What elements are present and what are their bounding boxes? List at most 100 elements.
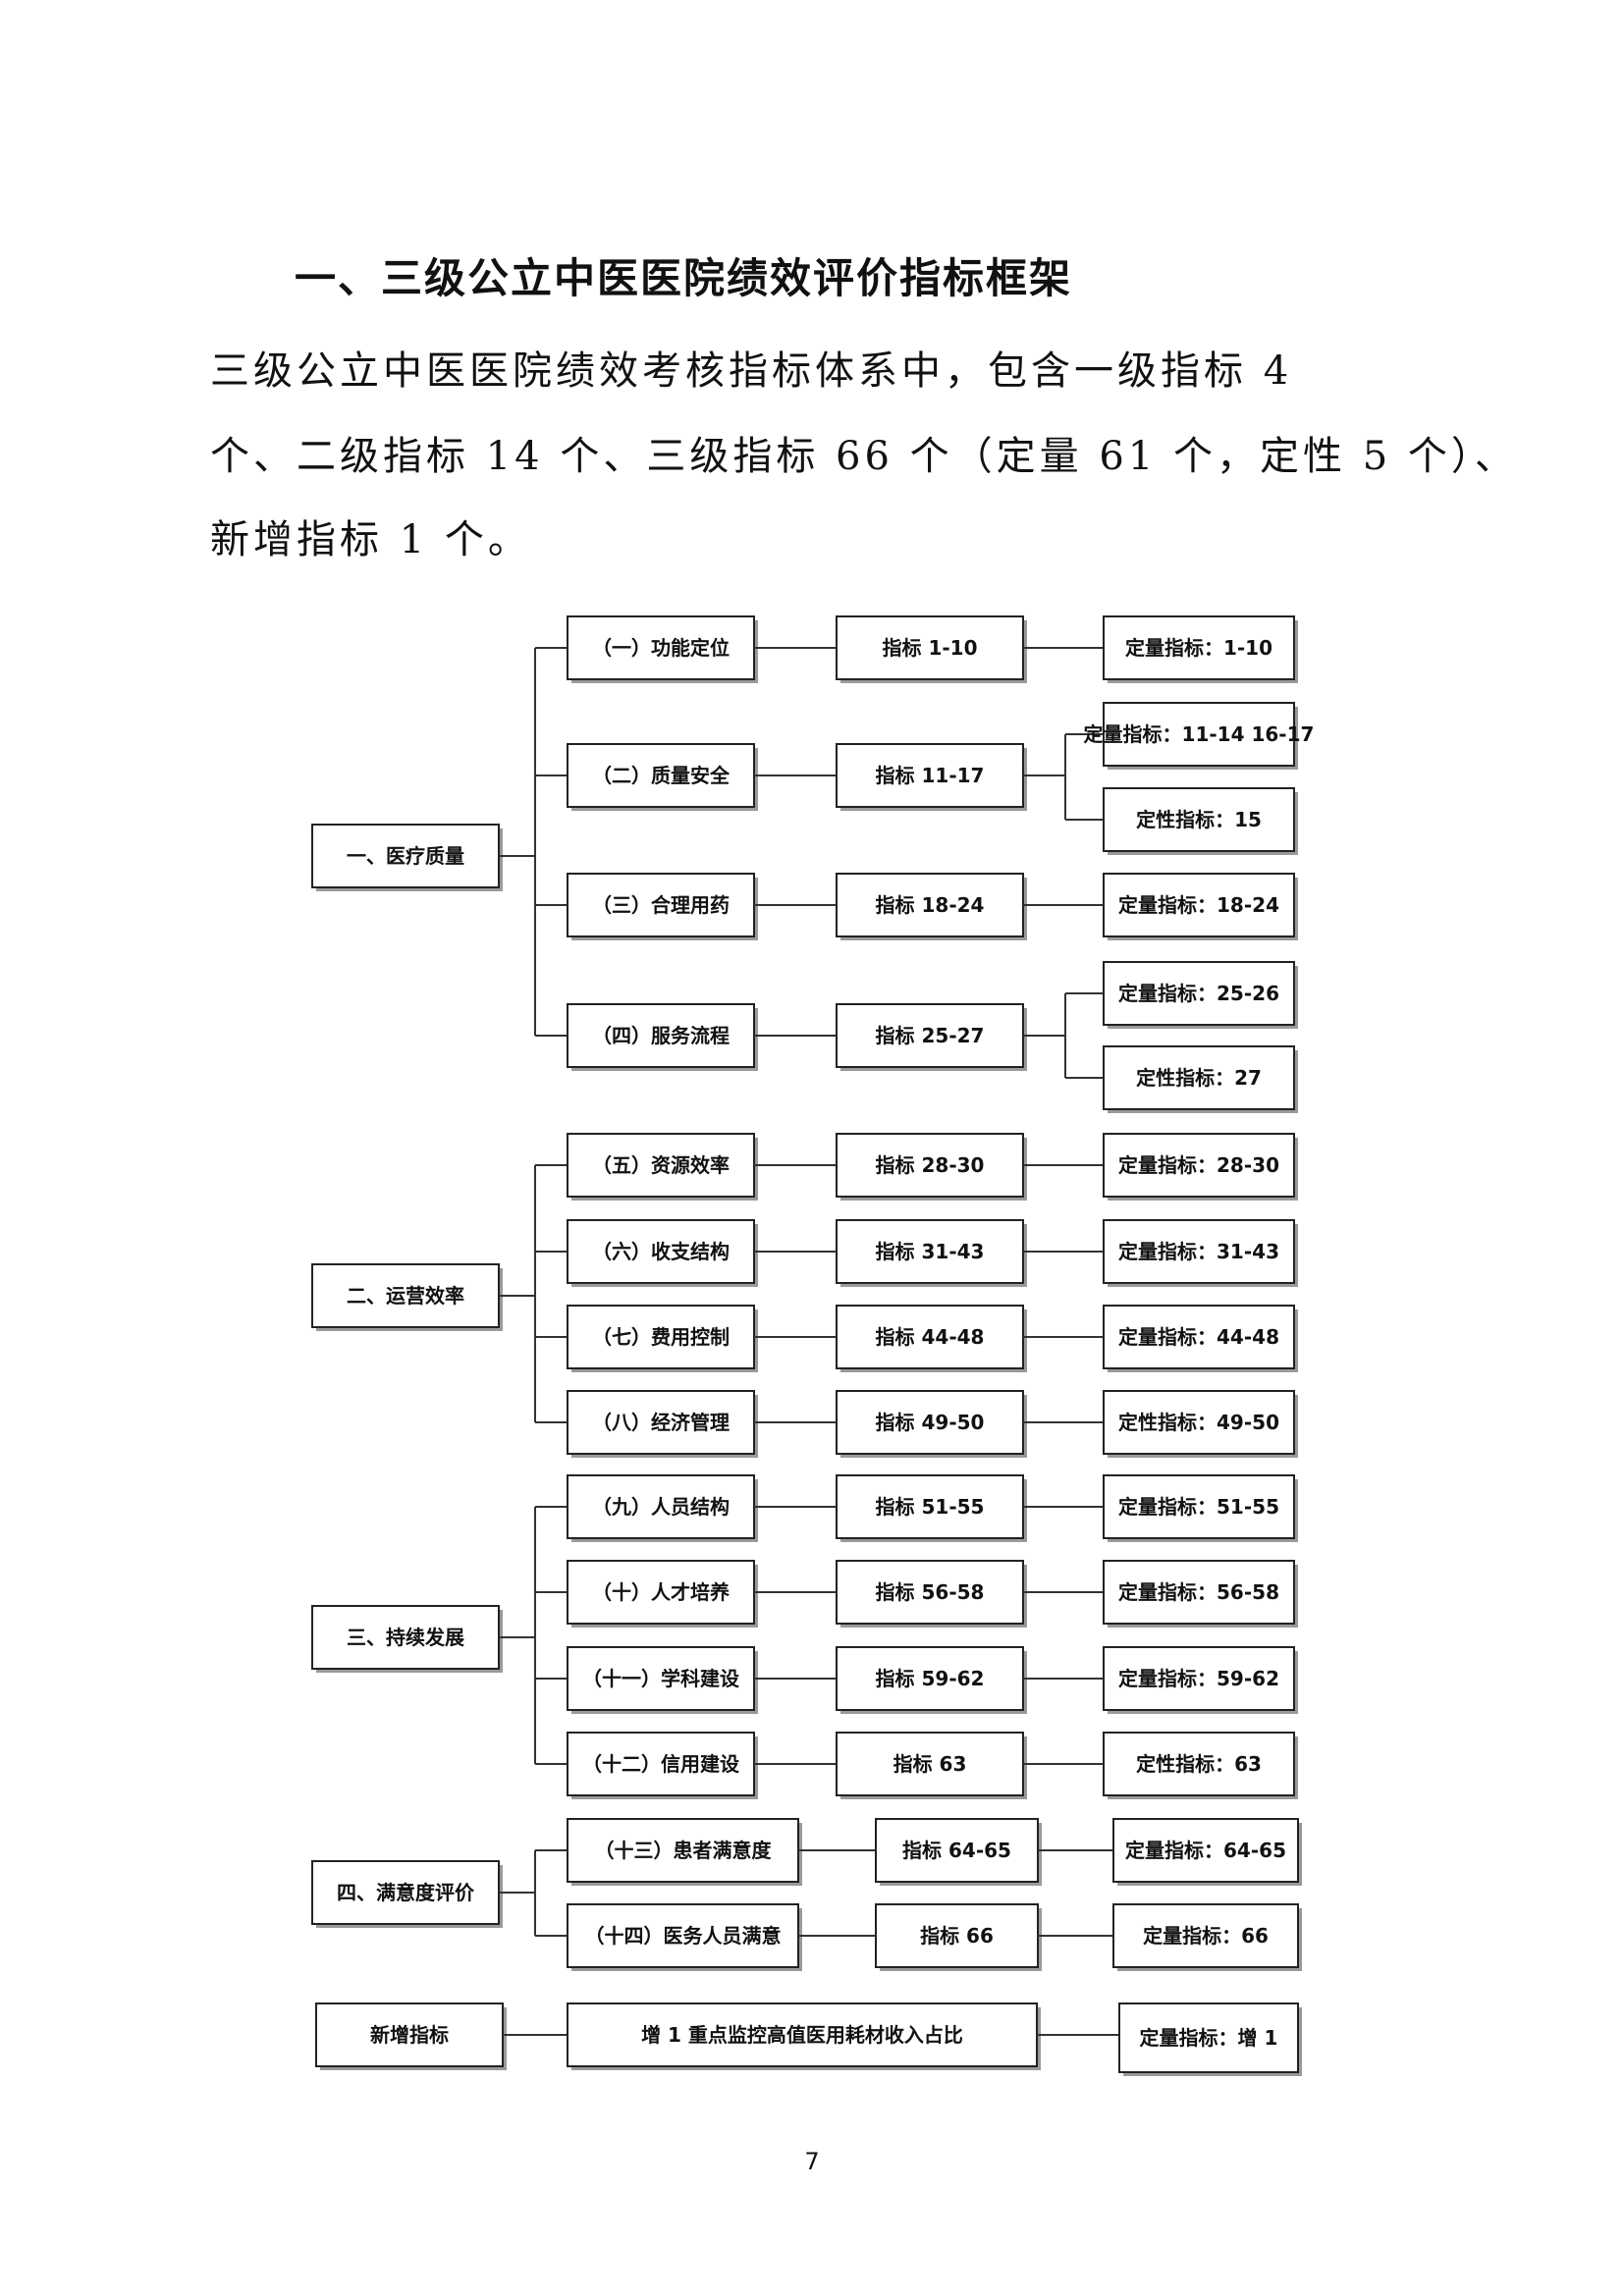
- level3-box: [836, 1474, 1024, 1539]
- leaf-box-label: 定性指标：63: [1136, 1752, 1262, 1776]
- leaf-box: [1103, 961, 1295, 1026]
- level1-box-label: 二、运营效率: [347, 1284, 464, 1308]
- level1-box-label: 三、持续发展: [347, 1626, 464, 1649]
- level1-box-label: 一、医疗质量: [347, 844, 464, 868]
- level3-box: [836, 1305, 1024, 1369]
- level2-box-label: （三）合理用药: [592, 893, 730, 917]
- level3-box: [836, 1133, 1024, 1198]
- paragraph-line-1: 三级公立中医医院绩效考核指标体系中，包含一级指标 4: [210, 348, 1293, 394]
- level2-box-label: （十三）患者满意度: [595, 1839, 773, 1862]
- leaf-box-label: 定性指标：15: [1136, 808, 1262, 831]
- leaf-box: [1103, 1390, 1295, 1455]
- paragraph-line-2: 个、二级指标 14 个、三级指标 66 个（定量 61 个，定性 5 个）、: [210, 434, 1518, 479]
- leaf-box: [1103, 1646, 1295, 1711]
- level2-box-label: （十）人才培养: [592, 1580, 730, 1604]
- leaf-box-label: 定量指标：31-43: [1118, 1240, 1279, 1263]
- level3-box: [836, 743, 1024, 808]
- level2-box-label: （二）质量安全: [592, 764, 731, 787]
- level2-box-label: （七）费用控制: [592, 1325, 730, 1349]
- level2-box: [567, 1390, 755, 1455]
- leaf-box-label: 定量指标：44-48: [1118, 1325, 1279, 1349]
- leaf-box-label: 定量指标：51-55: [1118, 1495, 1279, 1519]
- level2-box: [567, 1305, 755, 1369]
- new-indicator-leaf-box: [1118, 2002, 1299, 2073]
- level3-box: [836, 1219, 1024, 1284]
- level2-box-label: （九）人员结构: [592, 1495, 730, 1519]
- leaf-box: [1103, 1732, 1295, 1796]
- level3-box-label: 指标 64-65: [902, 1839, 1011, 1862]
- leaf-box: [1103, 1219, 1295, 1284]
- new-indicator-description-box-label: 增 1 重点监控高值医用耗材收入占比: [641, 2023, 963, 2047]
- leaf-box: [1103, 702, 1295, 767]
- paragraph-line-3: 新增指标 1 个。: [210, 517, 531, 562]
- level2-box-label: （八）经济管理: [592, 1411, 730, 1434]
- level1-box: [311, 824, 500, 888]
- level3-box-label: 指标 11-17: [876, 764, 985, 787]
- level2-box: [567, 873, 755, 937]
- level2-box-label: （五）资源效率: [592, 1153, 730, 1177]
- level3-box: [875, 1903, 1039, 1968]
- page-number: 7: [804, 2148, 820, 2175]
- leaf-box: [1103, 1474, 1295, 1539]
- level3-box-label: 指标 51-55: [876, 1495, 985, 1519]
- leaf-box: [1112, 1818, 1299, 1883]
- level2-box: [567, 1560, 755, 1625]
- level3-box: [836, 873, 1024, 937]
- level3-box-label: 指标 44-48: [876, 1325, 985, 1349]
- level3-box-label: 指标 18-24: [876, 893, 985, 917]
- level3-box-label: 指标 49-50: [876, 1411, 985, 1434]
- level2-box-label: （十四）医务人员满意: [585, 1924, 782, 1948]
- leaf-box-label: 定量指标：59-62: [1118, 1667, 1279, 1690]
- level2-box: [567, 743, 755, 808]
- new-indicator-box-label: 新增指标: [370, 2023, 449, 2047]
- leaf-box-label: 定量指标：66: [1143, 1924, 1269, 1948]
- level3-box-label: 指标 25-27: [876, 1024, 985, 1047]
- level3-box: [875, 1818, 1039, 1883]
- level1-box: [311, 1605, 500, 1670]
- level3-box: [836, 1560, 1024, 1625]
- leaf-box: [1103, 787, 1295, 852]
- level2-box: [567, 1003, 755, 1068]
- level2-box-label: （十二）信用建设: [582, 1752, 739, 1776]
- level2-box-label: （一）功能定位: [592, 636, 730, 660]
- leaf-box-label: 定量指标：11-14 16-17: [1084, 722, 1315, 746]
- level3-box-label: 指标 28-30: [876, 1153, 985, 1177]
- leaf-box-label: 定量指标：56-58: [1118, 1580, 1279, 1604]
- level2-box: [567, 1219, 755, 1284]
- leaf-box: [1103, 1133, 1295, 1198]
- leaf-box-label: 定量指标：18-24: [1118, 893, 1279, 917]
- leaf-box-label: 定量指标：1-10: [1125, 636, 1272, 660]
- new-indicator-box: [315, 2002, 504, 2067]
- leaf-box: [1103, 1045, 1295, 1110]
- leaf-box-label: 定量指标：64-65: [1125, 1839, 1286, 1862]
- leaf-box: [1103, 1305, 1295, 1369]
- new-indicator-leaf-box-label: 定量指标：增 1: [1140, 2026, 1278, 2050]
- level3-box: [836, 1646, 1024, 1711]
- section-heading: 一、三级公立中医医院绩效评价指标框架: [295, 254, 1073, 302]
- level3-box-label: 指标 1-10: [882, 636, 977, 660]
- level3-box-label: 指标 63: [893, 1752, 967, 1776]
- leaf-box: [1112, 1903, 1299, 1968]
- leaf-box: [1103, 615, 1295, 680]
- leaf-box-label: 定性指标：49-50: [1118, 1411, 1279, 1434]
- level3-box-label: 指标 66: [920, 1924, 994, 1948]
- leaf-box: [1103, 1560, 1295, 1625]
- level3-box-label: 指标 31-43: [876, 1240, 985, 1263]
- level2-box: [567, 1818, 799, 1883]
- level3-box-label: 指标 56-58: [876, 1580, 985, 1604]
- level1-box-label: 四、满意度评价: [337, 1881, 475, 1904]
- level2-box-label: （六）收支结构: [592, 1240, 730, 1263]
- level2-box-label: （四）服务流程: [592, 1024, 730, 1047]
- leaf-box-label: 定性指标：27: [1136, 1066, 1262, 1090]
- leaf-box-label: 定量指标：25-26: [1118, 982, 1279, 1005]
- level2-box: [567, 1903, 799, 1968]
- level2-box: [567, 1133, 755, 1198]
- leaf-box-label: 定量指标：28-30: [1118, 1153, 1279, 1177]
- new-indicator-description-box: [567, 2002, 1038, 2067]
- level2-box: [567, 1474, 755, 1539]
- level3-box-label: 指标 59-62: [876, 1667, 985, 1690]
- level3-box: [836, 1732, 1024, 1796]
- leaf-box: [1103, 873, 1295, 937]
- level2-box-label: （十一）学科建设: [582, 1667, 739, 1690]
